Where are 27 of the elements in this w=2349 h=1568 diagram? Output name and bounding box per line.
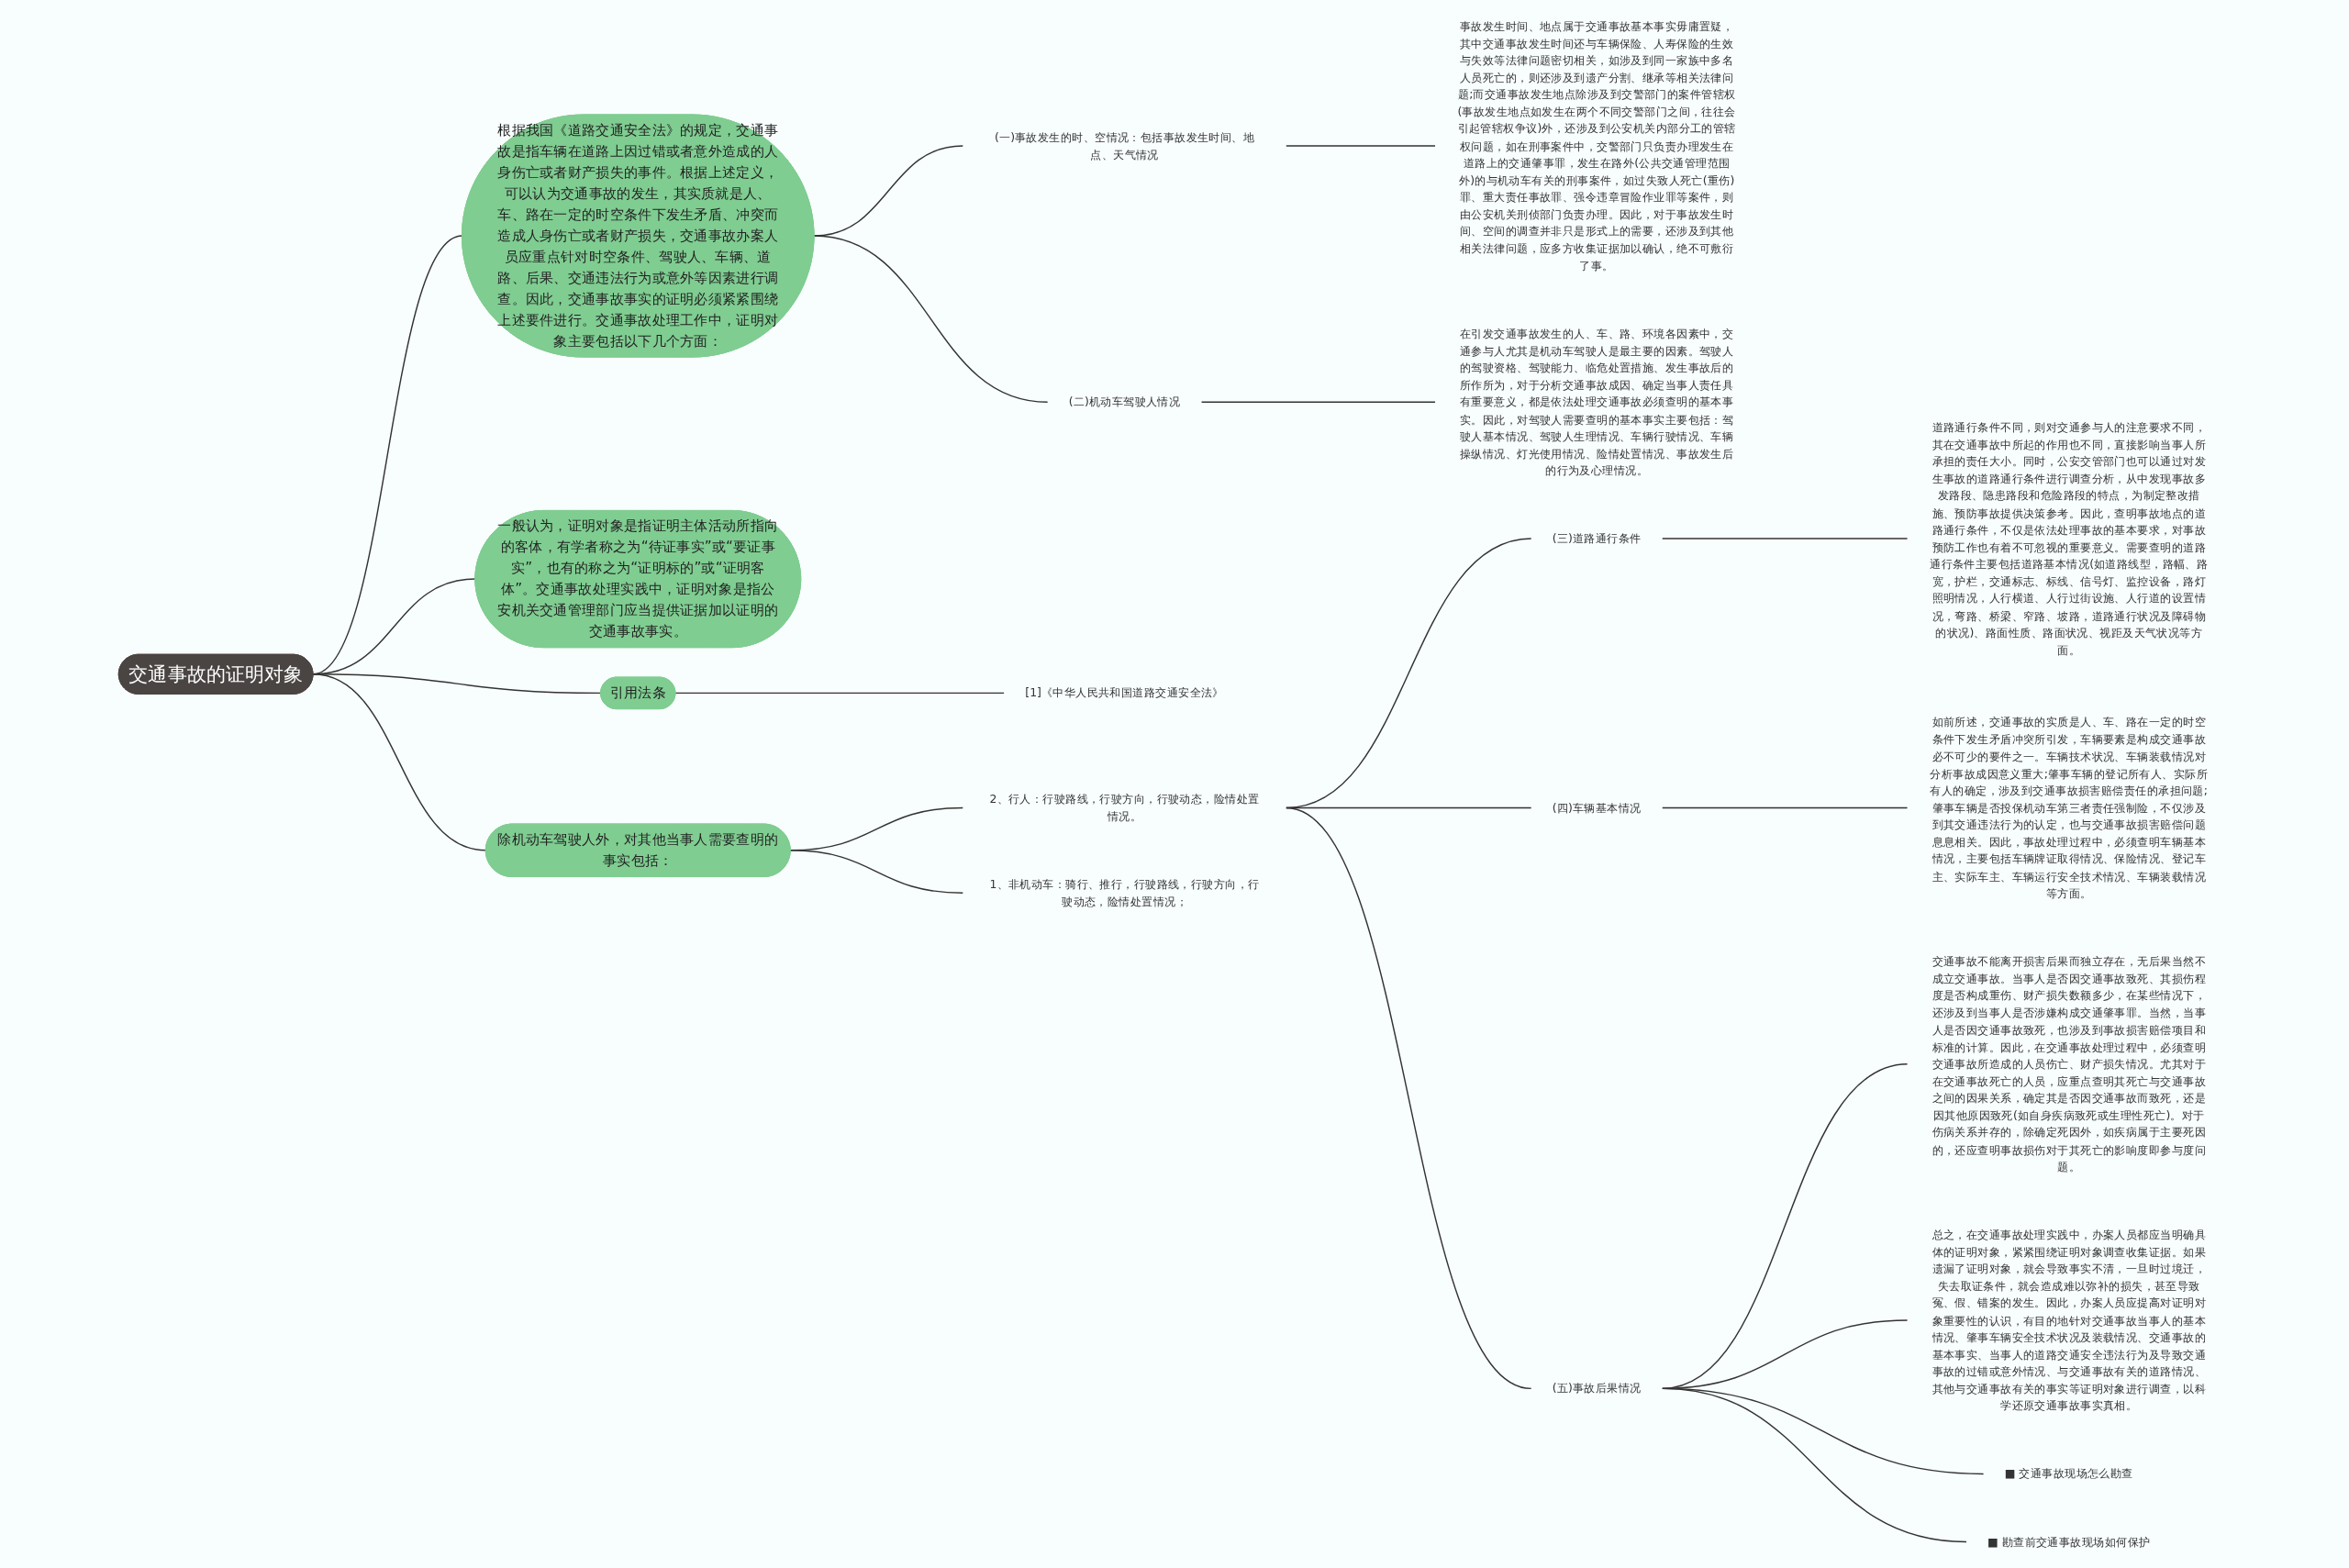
node-text: ■ 交通事故现场怎么勘查 <box>2004 1467 2133 1481</box>
connector <box>1200 401 1436 404</box>
connector <box>1661 806 1909 809</box>
connector <box>813 235 1049 404</box>
node-text: ■ 勘查前交通事故现场如何保护 <box>1987 1535 2151 1549</box>
connector <box>674 692 1005 695</box>
node-text: (二)机动车驾驶人情况 <box>1068 395 1181 409</box>
node-text: 如前所述，交通事故的实质是人、车、路在一定的时空条件下发生矛盾冲突所引发，车辆要素是构成交通事故必不可少的要件之一。车辆技术状况、车辆装载情况对分析事故成因意义重大;肇事车辆的登记所有人、实际所有人的确定，涉及到交通事故损害赔偿责任的承担问题;肇事车辆是否投保机动车第三者责任强制险，不仅涉及到其交通违法行为的认定，也与交通事故损害赔偿问题息息相关。因此，事故处理过程中，必须查明车辆基本情况，主要包括车辆牌证取得情况、保险情况、登记车主、实际车主、车辆运行安全技术情况、车辆装载情况等方面。 <box>1930 715 2208 900</box>
node-text: 在引发交通事故发生的人、车、路、环境各因素中，交通参与人尤其是机动车驾驶人是最主要的因素。驾驶人的驾驶资格、驾驶能力、临危处置措施、发生事故后的所作所为，对于分析交通事故成因、确定当事人责任具有重要意义，都是依法处理交通事故必须查明的基本事实。因此，对驾驶人需要查明的基本事实主要包括：驾驶人基本情况、驾驶人生理情况、车辆行驶情况、车辆操纵情况、灯光使用情况、险情处置情况、事故发生后的行为及心理情况。 <box>1459 327 1734 477</box>
node-text: 道路通行条件不同，则对交通参与人的注意要求不同，其在交通事故中所起的作用也不同，直接影响当事人所承担的责任大小。同时，公安交管部门也可以通过对发生事故的道路通行条件进行调查分析，从中发现事故多发路段、隐患路段和危险路段的特点，为制定整改措施、预防事故提供决策参考。因此，查明事故地点的道路通行条件，不仅是依法处理事故的基本要求，对事故预防工作也有着不可忽视的重要意义。需要查明的道路通行条件主要包括道路基本情况(如道路线型，路幅、路宽，护栏，交通标志、标线、信号灯、监控设备，路灯照明情况，人行横道、人行过街设施、人行道的设置情况，弯路、桥梁、窄路、坡路，道路通行状况及障碍物的状况)、路面性质、路面状况、视距及天气状况等方面。 <box>1930 420 2209 657</box>
connector <box>789 806 964 851</box>
node-text: [1]《中华人民共和国道路交通安全法》 <box>1025 685 1224 700</box>
connector <box>1285 145 1436 147</box>
connector <box>1661 1387 1967 1543</box>
node-text: 总之，在交通事故处理实践中，办案人员都应当明确具体的证明对象，紧紧围绕证明对象调查收集证据。如果遗漏了证明对象，就会导致事实不清，一旦时过境迁，失去取证条件，就会造成难以弥补的损失，甚至导致冤、假、错案的发生。因此，办案人员应提高对证明对象重要性的认识，有目的地针对交通事故当事人的基本情况、肇事车辆安全技术状况及装载情况、交通事故的基本事实、当事人的道路交通安全违法行为及导致交通事故的过错或意外情况、与交通事故有关的道路情况、其他与交通事故有关的事实等证明对象进行调查，以科学还原交通事故事实真相。 <box>1932 1228 2206 1413</box>
connector <box>789 850 964 894</box>
node-text: (四)车辆基本情况 <box>1552 801 1642 815</box>
node-text: (一)事故发生的时、空情况：包括事故发生时间、地点、天气情况 <box>994 130 1255 161</box>
node-text: (五)事故后果情况 <box>1552 1381 1642 1396</box>
node-text: 事故发生时间、地点属于交通事故基本事实毋庸置疑，其中交通事故发生时间还与车辆保险、人寿保险的生效与失效等法律问题密切相关，如涉及到同一家族中多名人员死亡的，则还涉及到遗产分割、继承等相关法律问题;而交通事故发生地点除涉及到交警部门的案件管辖权(事故发生地点如发生在两个不同交警部门之间，往往会引起管辖权争议)外，还涉及到公安机关内部分工的管辖权问题，如在刑事案件中，交警部门只负责办理发生在道路上的交通肇事罪，发生在路外(公共交通管理范围外)的与机动车有关的刑事案件，如过失致人死亡(重伤)罪、重大责任事故罪、强令违章冒险作业罪等案件，则由公安机关刑侦部门负责办理。因此，对于事故发生时间、空间的调查并非只是形式上的需要，还涉及到其他相关法律问题，应多方收集证据加以确认，绝不可敷衍了事。 <box>1457 19 1736 272</box>
node-text: (三)道路通行条件 <box>1552 531 1642 545</box>
node-text: 交通事故不能离开损害后果而独立存在，无后果当然不成立交通事故。当事人是否因交通事故致死、其损伤程度是否构成重伤、财产损失数额多少，在某些情况下，还涉及到当事人是否涉嫌构成交通肇事罪。当然，当事人是否因交通事故致死，也涉及到事故损害赔偿项目和标准的计算。因此，在交通事故处理过程中，必须查明交通事故所造成的人员伤亡、财产损失情况。尤其对于在交通事故死亡的人员，应重点查明其死亡与交通事故之间的因果关系，确定其是否因交通事故而致死，还是因其他原因致死(如自身疾病致死或生理性死亡)。对于伤病关系并存的，除确定死因外，如疾病属于主要死因的，还应查明事故损伤对于其死亡的影响度即参与度问题。 <box>1932 954 2206 1173</box>
node-text: 2、行人：行驶路线，行驶方向，行驶动态，险情处置情况。 <box>989 792 1260 823</box>
connector <box>312 673 486 851</box>
connector <box>1285 806 1532 1390</box>
node-text: 1、非机动车：骑行、推行，行驶路线，行驶方向，行驶动态，险情处置情况； <box>989 877 1260 908</box>
connector <box>1661 538 1909 539</box>
